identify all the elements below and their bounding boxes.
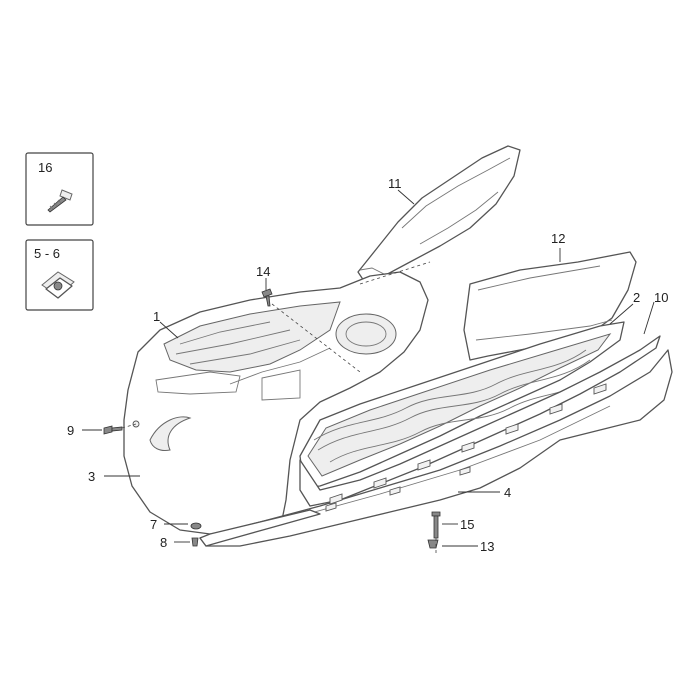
callout-4: 4 (504, 485, 511, 500)
leader-2 (609, 303, 634, 325)
callout-7: 7 (150, 517, 157, 532)
leader-10 (643, 301, 655, 335)
part-7-washer (190, 522, 202, 530)
callout-12: 12 (551, 231, 565, 246)
screw-icon (47, 189, 73, 213)
assembly-line-11 (359, 261, 431, 285)
callout-9: 9 (67, 423, 74, 438)
part-9-screw (103, 425, 123, 435)
callout-3: 3 (88, 469, 95, 484)
leader-1 (159, 321, 179, 339)
inset-clip-box: 5 - 6 (25, 239, 94, 311)
part-2-footboard (299, 321, 661, 507)
callout-16-box: 16 (38, 160, 52, 175)
callout-8: 8 (160, 535, 167, 550)
part-13-clip (427, 539, 439, 549)
callout-2: 2 (633, 290, 640, 305)
callout-10: 10 (654, 290, 668, 305)
part-14-screw (261, 288, 273, 307)
part-1-inner-shield (123, 271, 429, 535)
part-8-screw (191, 537, 199, 547)
inset-screw-box: 16 (25, 152, 94, 226)
callout-13: 13 (480, 539, 494, 554)
assembly-line-14 (271, 303, 361, 373)
part-3-lower-trim (199, 509, 321, 547)
callout-15: 15 (460, 517, 474, 532)
callout-5-6-box: 5 - 6 (34, 246, 60, 261)
callout-14: 14 (256, 264, 270, 279)
part-15-bolt (431, 511, 441, 539)
part-11-cover (357, 145, 521, 285)
callout-1: 1 (153, 309, 160, 324)
clip-nut-icon (41, 271, 75, 299)
leader-11 (397, 189, 415, 205)
callout-11: 11 (388, 176, 402, 191)
assembly-line-9 (121, 423, 137, 429)
